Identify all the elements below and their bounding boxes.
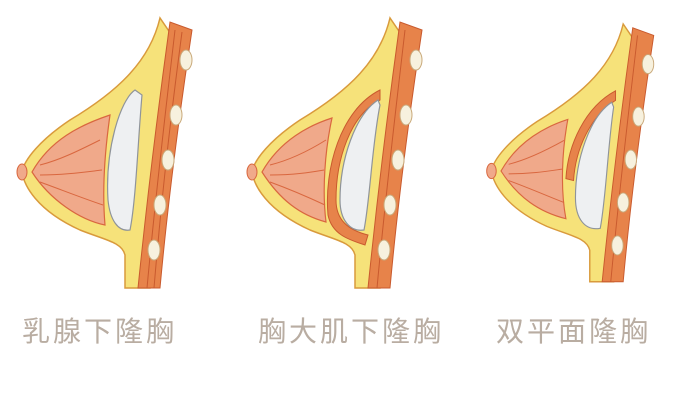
mammary-gland [261, 117, 333, 223]
breast-implant [574, 101, 615, 230]
panel-dual-plane [480, 0, 690, 300]
rib [399, 104, 413, 126]
mammary-gland [500, 118, 569, 220]
nipple [16, 163, 28, 181]
rib [616, 192, 630, 213]
breast-implant [107, 89, 143, 231]
rib [641, 54, 655, 75]
caption-submuscular: 胸大肌下隆胸 [258, 315, 445, 348]
rib [179, 49, 193, 71]
breast-implant [339, 99, 381, 231]
rib [377, 239, 391, 261]
breast-cross-section-illustration [246, 16, 423, 289]
rib [632, 106, 645, 127]
breast-cross-section-illustration [486, 22, 655, 283]
mammary-gland [31, 114, 111, 226]
rib [169, 104, 183, 126]
rib [624, 149, 638, 170]
breast-cross-section-illustration [16, 16, 193, 289]
rib [391, 149, 405, 171]
rib [161, 149, 175, 171]
caption-dual-plane: 双平面隆胸 [496, 315, 652, 348]
pectoral-muscle-over-implant [326, 89, 381, 246]
rib [153, 194, 167, 216]
nipple [486, 162, 497, 180]
rib [383, 194, 397, 216]
rib [409, 49, 423, 71]
caption-subglandular: 乳腺下隆胸 [22, 315, 178, 348]
nipple [246, 163, 258, 181]
rib [611, 235, 624, 256]
rib [147, 239, 161, 261]
panel-subglandular [10, 0, 230, 300]
panel-submuscular [240, 0, 460, 300]
